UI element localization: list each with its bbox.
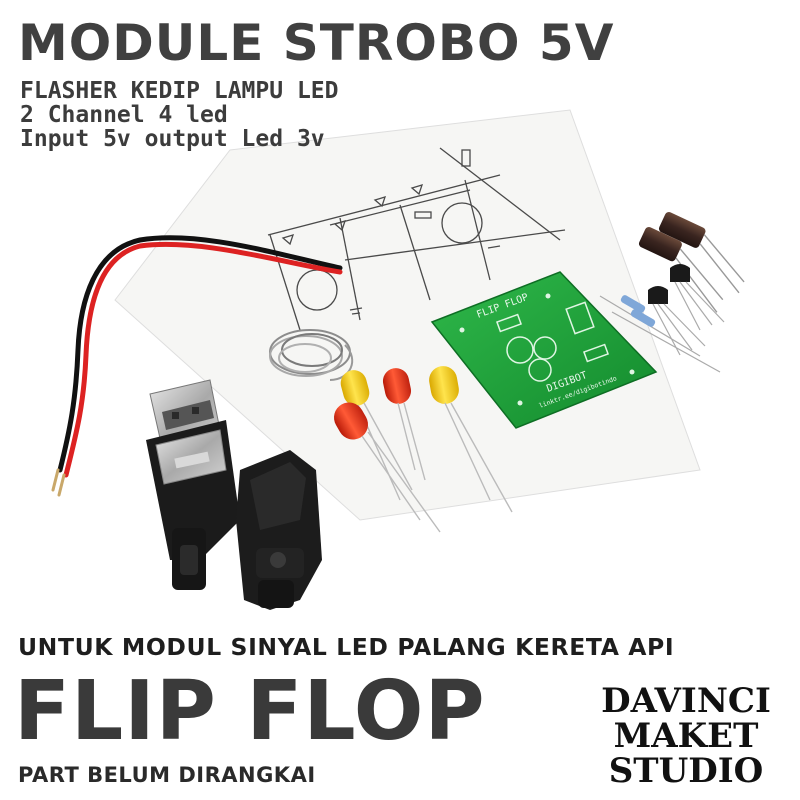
- usb-plug-icon: [146, 379, 240, 590]
- brand-line-3: STUDIO: [608, 751, 764, 791]
- page-title: MODULE STROBO 5V: [18, 14, 615, 72]
- tagline: UNTUK MODUL SINYAL LED PALANG KERETA API: [18, 633, 675, 661]
- usb-cover-icon: [236, 450, 322, 610]
- assembly-note: PART BELUM DIRANGKAI: [18, 763, 316, 787]
- transistor-icon: [648, 264, 725, 356]
- resistor-icon: [599, 295, 721, 373]
- subtitle-line-3: Input 5v output Led 3v: [20, 126, 325, 152]
- led-icon: [334, 366, 513, 533]
- product-name: FLIP FLOP: [14, 664, 486, 759]
- subtitle-line-2: 2 Channel 4 led: [20, 102, 228, 128]
- brand-line-2: MAKET: [613, 716, 759, 756]
- solder-coil: [269, 329, 354, 381]
- subtitle-line-1: FLASHER KEDIP LAMPU LED: [20, 78, 339, 104]
- brand-line-1: DAVINCI: [601, 681, 771, 721]
- power-wire: [51, 235, 343, 497]
- capacitor-icon: [638, 211, 745, 313]
- schematic-paper: [114, 109, 701, 521]
